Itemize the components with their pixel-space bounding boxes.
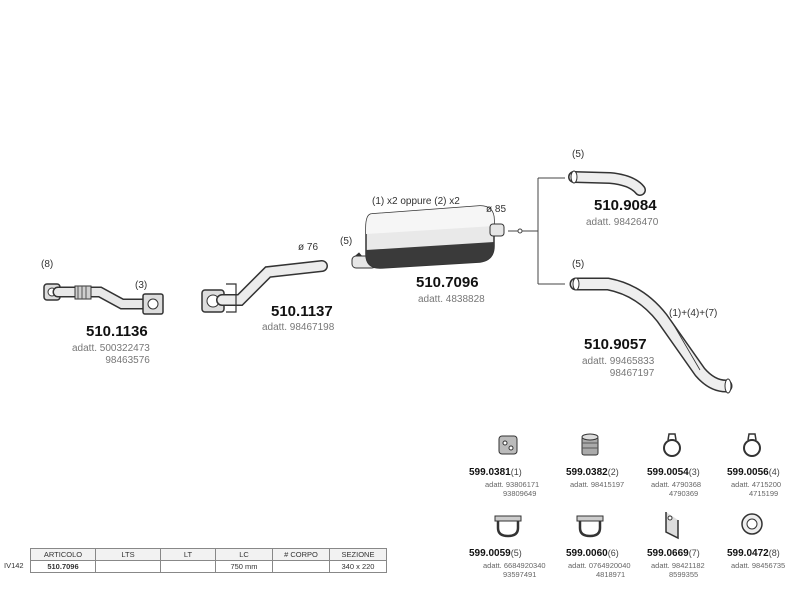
cylinder-mount-icon — [581, 433, 599, 456]
front-pipe-510-1136[interactable] — [43, 283, 164, 315]
accessory-599-0669[interactable]: 599.0669(7) adatt. 98421182 8599355 — [647, 543, 705, 579]
adatt-line: adatt. 98415197 — [570, 480, 625, 489]
note-3: (3) — [135, 280, 148, 291]
cell-lc: 750 mm — [215, 560, 273, 573]
clamp-ring-icon — [663, 433, 681, 457]
adatt-line: 4715199 — [749, 489, 779, 498]
adatt-line: 4790369 — [669, 489, 699, 498]
adatt-510-1137: adatt. 98467198 — [262, 322, 335, 333]
accessory-599-0381[interactable]: 599.0381(1) adatt. 93806171 93809649 — [469, 462, 539, 498]
tail-pipe-510-9057[interactable] — [569, 277, 733, 394]
diameter-85: ø 85 — [486, 204, 507, 215]
accessory-code: 599.0054 — [647, 467, 689, 478]
accessory-index: (3) — [688, 467, 700, 477]
adatt-line: adatt. 500322473 — [72, 343, 150, 354]
part-code-510-9057[interactable]: 510.9057 — [584, 336, 647, 353]
gasket-icon — [741, 513, 763, 535]
clamp-ring-icon — [743, 433, 761, 457]
header-lc: LC — [215, 548, 273, 561]
note-1-4-7: (1)+(4)+(7) — [669, 308, 718, 319]
accessory-599-0059[interactable]: 599.0059(5) adatt. 6684920340 93597491 — [469, 543, 546, 579]
u-clamp-icon — [494, 515, 522, 538]
table-header-row: ARTICOLO LTS LT LC # CORPO SEZIONE — [30, 548, 387, 561]
accessory-code: 599.0059 — [469, 548, 511, 559]
adatt-line: adatt. 93806171 — [485, 480, 540, 489]
cell-sezione: 340 x 220 — [329, 560, 387, 573]
adatt-line: adatt. 99465833 — [582, 356, 655, 367]
adatt-line: 93809649 — [503, 489, 537, 498]
accessory-code: 599.0381 — [469, 467, 511, 478]
part-code-510-1137[interactable]: 510.1137 — [271, 303, 333, 320]
branch-connector — [508, 177, 565, 285]
table-row: 510.7096 750 mm 340 x 220 — [30, 560, 387, 573]
adatt-line: adatt. 4790368 — [651, 480, 702, 489]
accessory-599-0472[interactable]: 599.0472(8) adatt. 98456735 — [727, 543, 785, 570]
note-muffler-top: (1) x2 oppure (2) x2 — [372, 196, 460, 207]
accessory-index: (2) — [607, 467, 619, 477]
adatt-510-7096: adatt. 4838828 — [418, 294, 485, 305]
accessory-index: (8) — [768, 548, 780, 558]
adatt-line: adatt. 0764920040 — [568, 561, 631, 570]
cell-lt — [160, 560, 216, 573]
adatt-line: adatt. 98456735 — [731, 561, 786, 570]
accessory-index: (5) — [510, 548, 522, 558]
bracket-icon — [665, 512, 679, 540]
cell-corpo — [272, 560, 330, 573]
adatt-510-9084: adatt. 98426470 — [586, 217, 659, 228]
part-code-510-7096[interactable]: 510.7096 — [416, 274, 479, 291]
adatt-line: 4818971 — [596, 570, 626, 579]
adatt-line: 98463576 — [105, 355, 150, 366]
part-code-510-1136[interactable]: 510.1136 — [86, 323, 148, 340]
accessory-599-0382[interactable]: 599.0382(2) adatt. 98415197 — [566, 462, 624, 489]
note-8: (8) — [41, 259, 54, 270]
accessory-index: (6) — [607, 548, 619, 558]
accessory-index: (7) — [688, 548, 700, 558]
header-corpo: # CORPO — [272, 548, 330, 561]
adatt-510-1136: adatt. 500322473 98463576 — [72, 343, 150, 367]
cell-articolo[interactable]: 510.7096 — [30, 560, 96, 573]
adatt-line: 93597491 — [503, 570, 537, 579]
part-code-510-9084[interactable]: 510.9084 — [594, 197, 657, 214]
intermediate-pipe-510-1137[interactable] — [201, 260, 328, 313]
rubber-hanger-icon — [498, 435, 518, 455]
note-5-9057: (5) — [572, 259, 585, 270]
note-5-9084: (5) — [572, 149, 585, 160]
accessory-index: (1) — [510, 467, 522, 477]
accessory-code: 599.0056 — [727, 467, 769, 478]
header-lt: LT — [160, 548, 216, 561]
adatt-line: adatt. 4715200 — [731, 480, 782, 489]
accessory-index: (4) — [768, 467, 780, 477]
muffler-510-7096[interactable] — [351, 205, 505, 269]
note-5-muffler: (5) — [340, 236, 353, 247]
table-row-label: IV142 — [4, 561, 24, 570]
accessory-code: 599.0382 — [566, 467, 608, 478]
accessory-code: 599.0669 — [647, 548, 689, 559]
adatt-line: adatt. 98421182 — [651, 561, 705, 570]
adatt-510-9057: adatt. 99465833 98467197 — [582, 356, 654, 380]
tail-pipe-510-9084[interactable] — [568, 170, 646, 196]
header-articolo: ARTICOLO — [30, 548, 96, 561]
accessory-599-0060[interactable]: 599.0060(6) adatt. 0764920040 4818971 — [566, 543, 631, 579]
adatt-line: adatt. 6684920340 — [483, 561, 546, 570]
diameter-76: ø 76 — [298, 242, 319, 253]
u-clamp-icon — [576, 515, 604, 538]
accessory-599-0056[interactable]: 599.0056(4) adatt. 4715200 4715199 — [727, 462, 781, 498]
accessory-599-0054[interactable]: 599.0054(3) adatt. 4790368 4790369 — [647, 462, 701, 498]
spec-table: ARTICOLO LTS LT LC # CORPO SEZIONE 510.7… — [30, 548, 387, 573]
adatt-line: 98467197 — [609, 368, 655, 379]
cell-lts — [95, 560, 161, 573]
adatt-line: 8599355 — [669, 570, 699, 579]
header-lts: LTS — [95, 548, 161, 561]
header-sezione: SEZIONE — [329, 548, 387, 561]
accessory-code: 599.0060 — [566, 548, 608, 559]
accessory-code: 599.0472 — [727, 548, 769, 559]
